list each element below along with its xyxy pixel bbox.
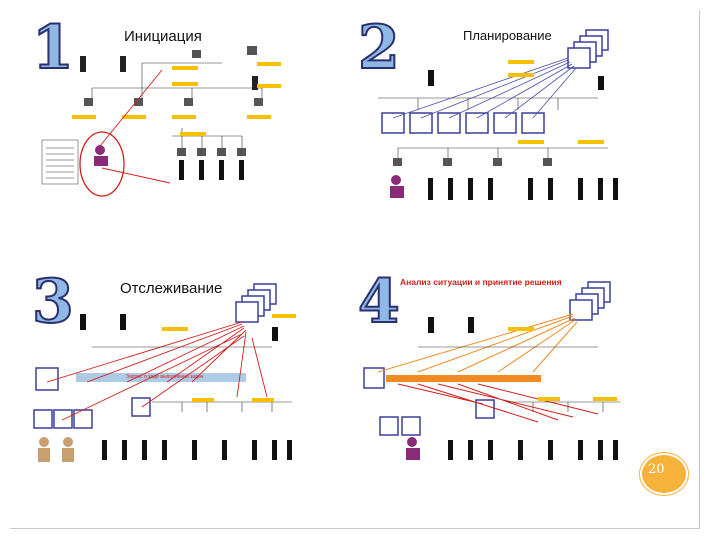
panel-title-initiation: Инициация (124, 28, 202, 45)
step-number-1: 1 (31, 13, 75, 83)
org-diagram-2 (378, 29, 618, 200)
step-number-3: 3 (31, 267, 75, 337)
slide-frame (10, 10, 700, 529)
banner-status-request: Запрос о ходе выполнения задач (76, 373, 246, 382)
task-cards-row (33, 283, 277, 429)
org-diagram-4 (363, 281, 620, 460)
page-number: 20 (648, 462, 665, 477)
panel-tracking: 3 Отслеживание Запрос о ходе выполнения … (31, 267, 302, 487)
task-cards-row (363, 281, 611, 436)
panel-initiation: 1 Инициация (31, 13, 302, 233)
panel-title-analysis: Анализ ситуации и принятие решения (400, 277, 562, 287)
org-diagram-1 (41, 46, 281, 197)
panel-title-tracking: Отслеживание (120, 280, 223, 297)
panel-planning: 2 Планирование (357, 13, 628, 233)
panel-title-planning: Планирование (463, 28, 552, 43)
step-number-2: 2 (357, 13, 401, 83)
step-number-4: 4 (357, 267, 401, 337)
panel-analysis: 4 Анализ ситуации и принятие решения (357, 267, 628, 487)
task-cards-row (381, 29, 609, 134)
people-row-top (80, 56, 258, 90)
org-diagram-3 (33, 283, 296, 462)
banner-orange (386, 375, 541, 382)
page-number-badge (640, 453, 688, 495)
